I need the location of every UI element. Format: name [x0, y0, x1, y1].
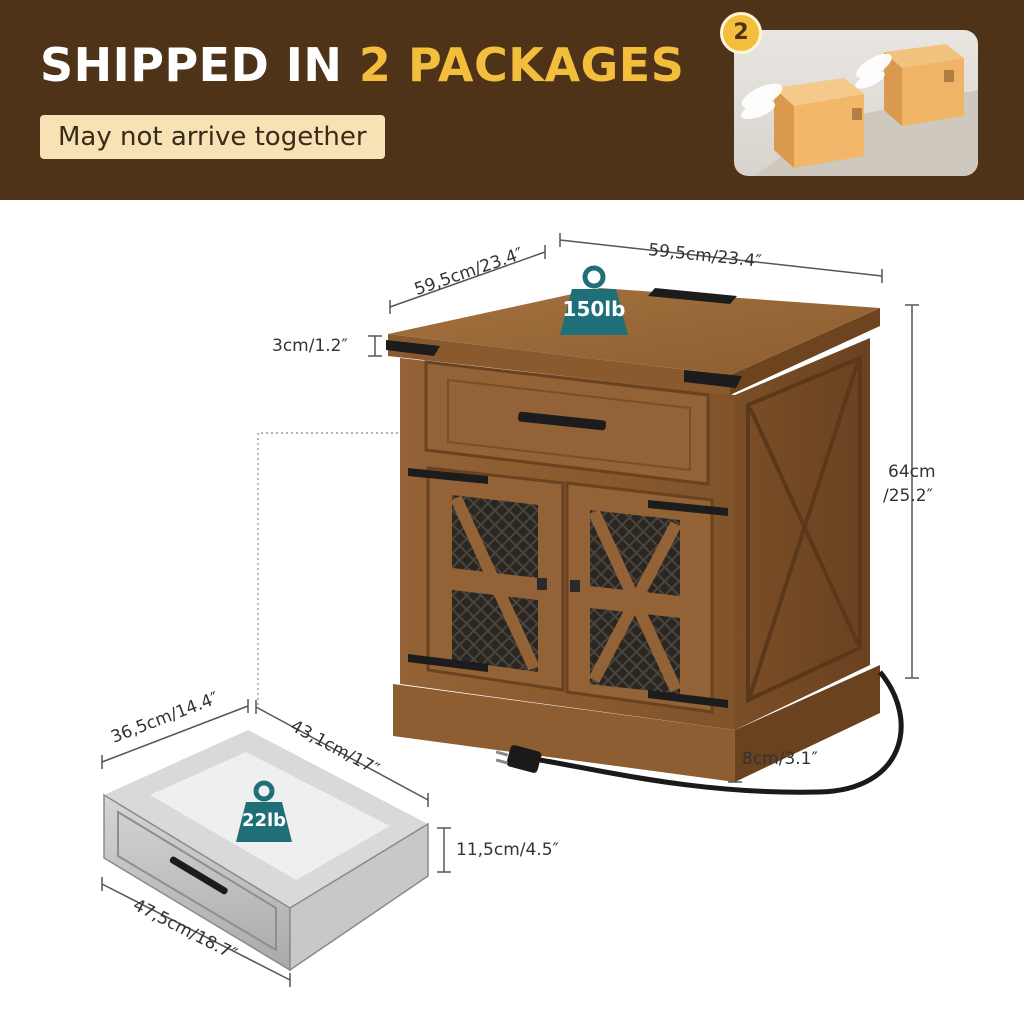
door-knob	[537, 578, 547, 590]
drawer-weight-badge: 22lb	[234, 780, 294, 844]
headline-prefix: SHIPPED IN	[40, 38, 359, 92]
cardboard-box-icon	[884, 44, 964, 126]
headline-highlight: 2 PACKAGES	[358, 38, 685, 92]
package-count-badge: 2	[720, 12, 762, 54]
weight-icon	[236, 780, 292, 842]
cabinet-weight-text: 150lb	[562, 297, 626, 321]
top-thickness-label: 3cm/1.2″	[272, 336, 348, 356]
power-strip	[648, 288, 737, 304]
cabinet	[386, 288, 880, 782]
dimension-lines	[101, 233, 919, 987]
drawer-weight-text: 22lb	[241, 810, 287, 831]
cabinet-height-cm-label: 64cm	[888, 462, 936, 482]
door-knob	[570, 580, 580, 592]
headline: SHIPPED IN 2 PACKAGES	[40, 38, 684, 92]
wing-icon	[740, 53, 892, 120]
drawer-handle	[518, 411, 606, 431]
package-illustration	[734, 30, 978, 176]
subtitle-tag: May not arrive together	[40, 115, 385, 159]
drawer-height-label: 11,5cm/4.5″	[456, 840, 559, 860]
weight-icon	[560, 265, 628, 335]
cabinet-weight-badge: 150lb	[558, 265, 630, 337]
power-plug-icon	[495, 745, 542, 773]
hinge-hardware	[386, 340, 742, 708]
base-height-label: 8cm/3.1″	[742, 749, 818, 769]
cardboard-box-icon	[774, 78, 864, 168]
cabinet-height-in-label: /25.2″	[883, 486, 933, 506]
power-cord	[539, 670, 904, 795]
